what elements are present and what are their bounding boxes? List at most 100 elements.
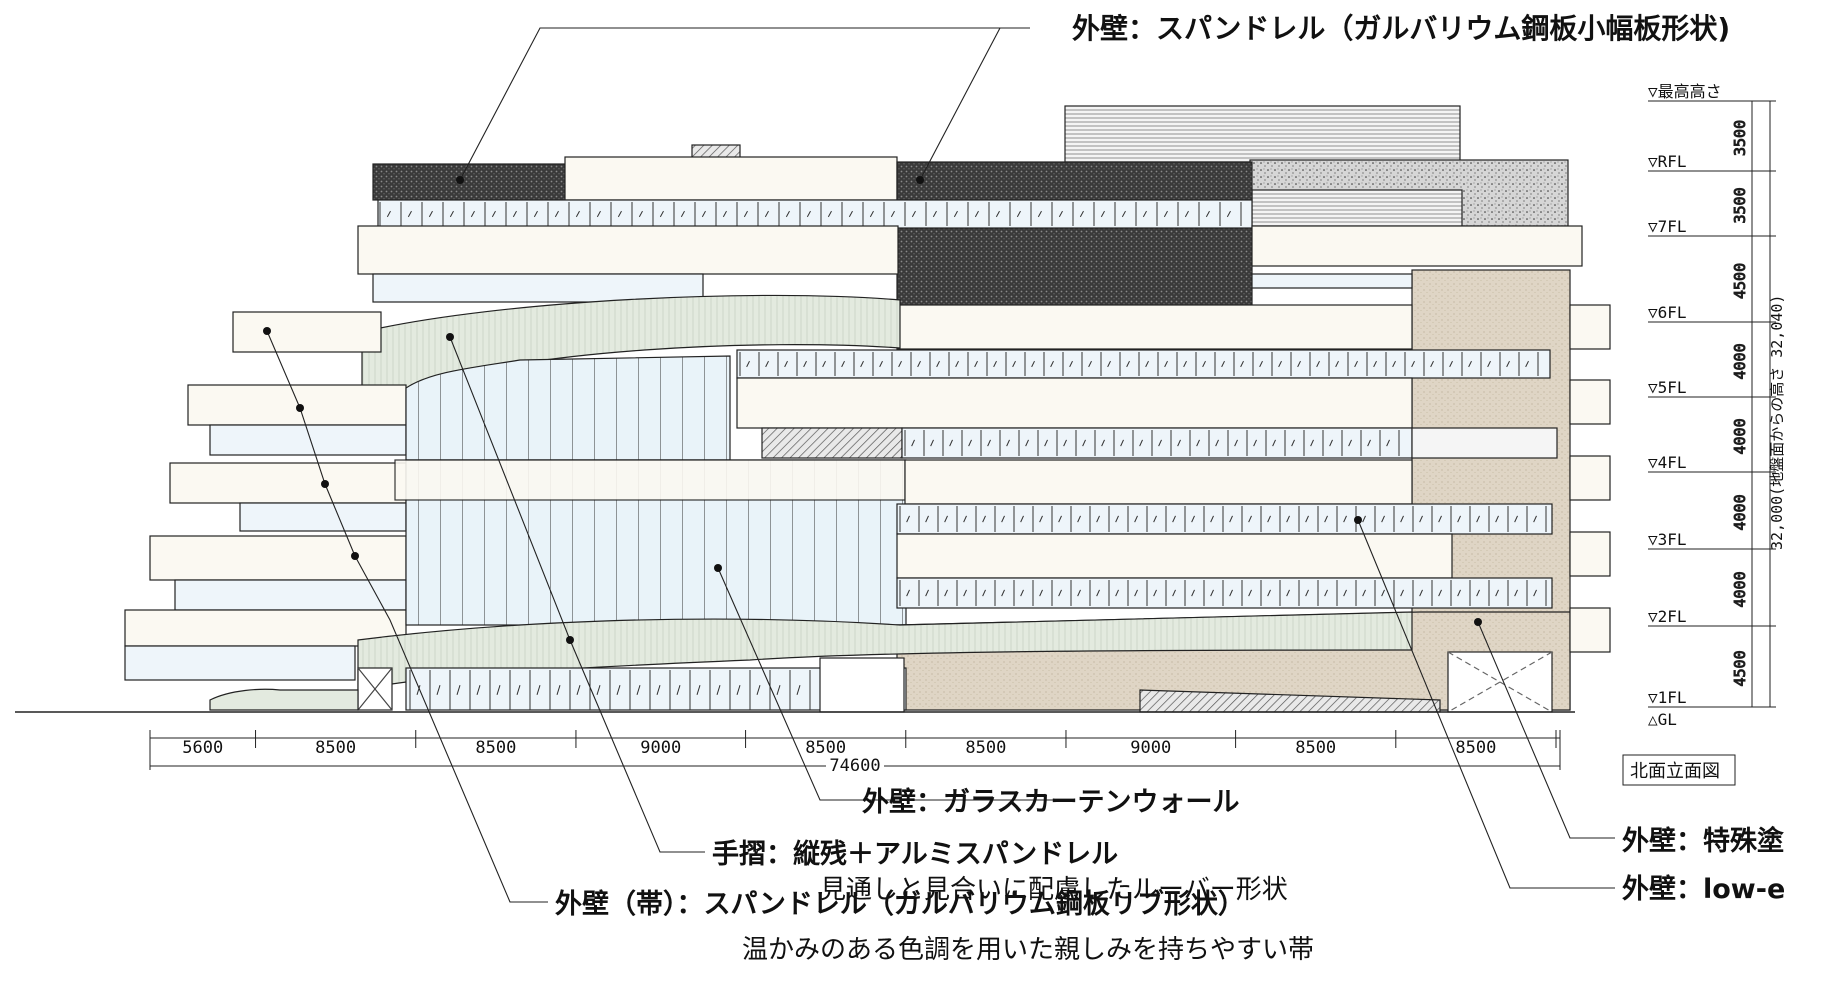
glass-mark <box>1286 515 1290 523</box>
band-5fl-mullions <box>739 352 1539 376</box>
glass-mark <box>575 210 580 218</box>
height-value: 4000 <box>1731 571 1749 607</box>
band-2fl-mullions <box>899 580 1547 606</box>
building-elevation <box>15 105 1611 713</box>
top-spandrel-left <box>372 163 569 201</box>
leader-dot <box>916 176 924 184</box>
height-value: 4500 <box>1731 650 1749 686</box>
glass-mark <box>436 685 441 695</box>
glass-mark <box>995 210 1000 218</box>
glass-mark <box>722 210 727 218</box>
callout-glass: 外壁：ガラスカーテンウォール <box>862 787 1239 818</box>
glass-mark <box>656 685 661 695</box>
glass-mark <box>1476 515 1480 523</box>
leader-dot <box>296 404 304 412</box>
span-value: 5600 <box>182 738 223 758</box>
callout-special: 外壁：特殊塗 <box>1622 825 1784 857</box>
glass-mark <box>968 439 972 447</box>
glass-mark <box>953 210 958 218</box>
glass-mark <box>963 515 967 523</box>
glass-mark <box>944 589 948 597</box>
glass-mark <box>1001 515 1005 523</box>
glass-mark <box>1400 589 1404 597</box>
glass-mark <box>898 360 902 368</box>
glass-mark <box>1215 439 1219 447</box>
roof-equipment-lines <box>1251 189 1463 227</box>
terrace-window-5 <box>124 645 356 681</box>
glass-mark <box>911 210 916 218</box>
ground-entrance <box>819 657 905 713</box>
glass-mark <box>987 439 991 447</box>
glass-mark <box>936 360 940 368</box>
glass-mark <box>803 360 807 368</box>
glass-mark <box>1210 589 1214 597</box>
leader-lowe <box>1357 519 1615 889</box>
glass-mark <box>1495 515 1499 523</box>
glass-mark <box>827 210 832 218</box>
glass-mark <box>1343 589 1347 597</box>
glass-mark <box>1082 439 1086 447</box>
glass-mark <box>1419 515 1423 523</box>
glass-mark <box>1468 360 1472 368</box>
glass-mark <box>1172 589 1176 597</box>
glass-mark <box>982 515 986 523</box>
leader-top-right <box>919 27 1001 181</box>
glass-mark <box>1184 210 1189 218</box>
glass-mark <box>974 210 979 218</box>
callout-band-1: 外壁（帯）：スパンドレル（ガルバリウム鋼板リブ形状） <box>555 888 1245 920</box>
glass-mark <box>756 685 761 695</box>
glass-mark <box>746 360 750 368</box>
glass-mark <box>1438 515 1442 523</box>
leader-dot <box>714 564 722 572</box>
glass-mark <box>1202 360 1206 368</box>
glass-mark <box>1354 360 1358 368</box>
rfl-window-band <box>377 199 1253 229</box>
leader-special <box>1477 621 1615 839</box>
glass-mark <box>1145 360 1149 368</box>
glass-mark <box>1031 360 1035 368</box>
glass-mark <box>1348 439 1352 447</box>
glass-mark <box>1392 360 1396 368</box>
glass-mark <box>736 685 741 695</box>
glass-mark <box>1121 210 1126 218</box>
slab-6fl-right <box>896 304 1413 350</box>
glass-mark <box>1253 439 1257 447</box>
window-band-3fl <box>896 503 1553 535</box>
glass-mark <box>944 515 948 523</box>
white-panel-4fl <box>1411 427 1558 459</box>
span-value: 8500 <box>1295 738 1336 758</box>
glass-mark <box>659 210 664 218</box>
glass-mark <box>1101 439 1105 447</box>
glass-mark <box>1115 515 1119 523</box>
glass-mark <box>1329 439 1333 447</box>
glass-mark <box>1240 360 1244 368</box>
glass-mark <box>491 210 496 218</box>
glass-mark <box>879 360 883 368</box>
glass-mark <box>1069 360 1073 368</box>
glass-mark <box>1248 515 1252 523</box>
height-value: 4000 <box>1731 418 1749 454</box>
glass-mark <box>1058 589 1062 597</box>
glass-mark <box>1438 589 1442 597</box>
glass-mark <box>1381 515 1385 523</box>
glass-mark <box>1278 360 1282 368</box>
height-value: 4500 <box>1731 263 1749 299</box>
glass-mark <box>1221 360 1225 368</box>
glass-mark <box>1079 210 1084 218</box>
terrace-slab-1 <box>232 311 382 353</box>
glass-mark <box>516 685 521 695</box>
glass-mark <box>1324 589 1328 597</box>
span-value: 9000 <box>640 738 681 758</box>
glass-mark <box>1305 515 1309 523</box>
glass-curtain-wall-upper <box>405 355 731 461</box>
glass-mark <box>1386 439 1390 447</box>
glass-mark <box>1088 360 1092 368</box>
glass-mark <box>743 210 748 218</box>
glass-mark <box>806 210 811 218</box>
glass-mark <box>1419 589 1423 597</box>
glass-mark <box>1343 515 1347 523</box>
height-value: 4000 <box>1731 343 1749 379</box>
glass-mark <box>1248 589 1252 597</box>
glass-mark <box>428 210 433 218</box>
